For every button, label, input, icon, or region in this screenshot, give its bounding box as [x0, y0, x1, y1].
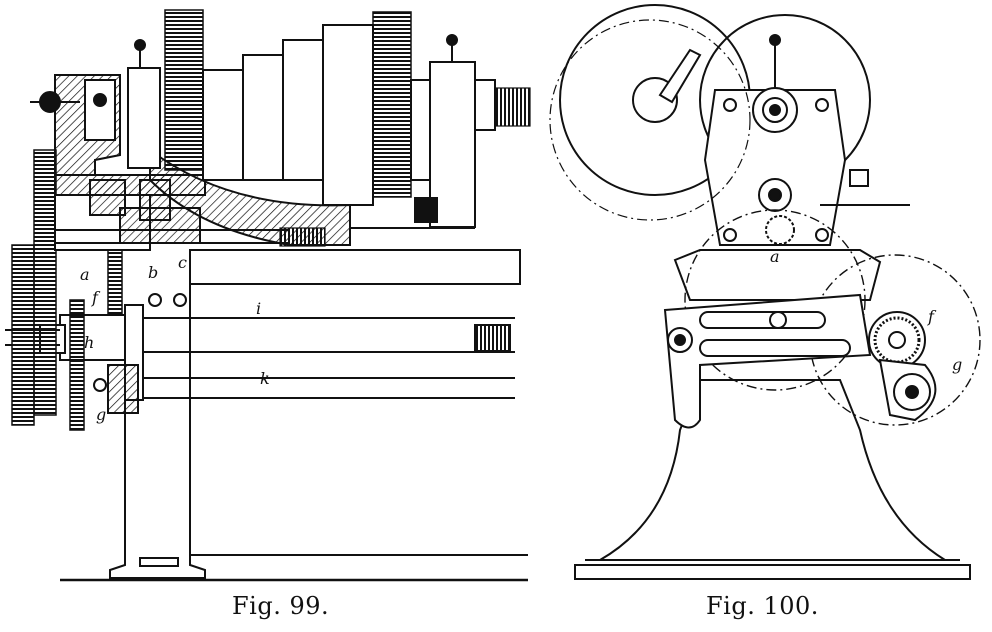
pedestal — [599, 379, 946, 561]
step-pulley — [164, 9, 204, 171]
label-c: c — [178, 253, 187, 272]
gear-g-section — [107, 364, 139, 414]
curved-arm — [149, 148, 351, 246]
label-g: g — [96, 405, 106, 424]
slotted-quadrant — [663, 293, 872, 429]
label-a-end: a — [770, 247, 780, 266]
figure-caption-100: Fig. 100. — [706, 592, 819, 620]
label-a: a — [80, 265, 90, 284]
machine-column — [109, 400, 206, 579]
label-k: k — [260, 369, 270, 388]
label-h: h — [84, 333, 94, 352]
lathe-bed — [189, 249, 521, 285]
change-gear-large — [11, 244, 35, 426]
figure-caption-99: Fig. 99. — [232, 592, 330, 620]
label-i: i — [256, 299, 261, 318]
fig-99-drawing: a b c f h g i k — [5, 9, 531, 582]
label-g-end: g — [952, 355, 962, 374]
fig-100-drawing: a f g — [549, 4, 981, 580]
label-f: f — [91, 288, 101, 307]
label-b: b — [148, 263, 158, 282]
headstock-end-body — [703, 89, 847, 246]
label-f-end: f — [927, 307, 937, 326]
base-plate — [574, 564, 971, 580]
